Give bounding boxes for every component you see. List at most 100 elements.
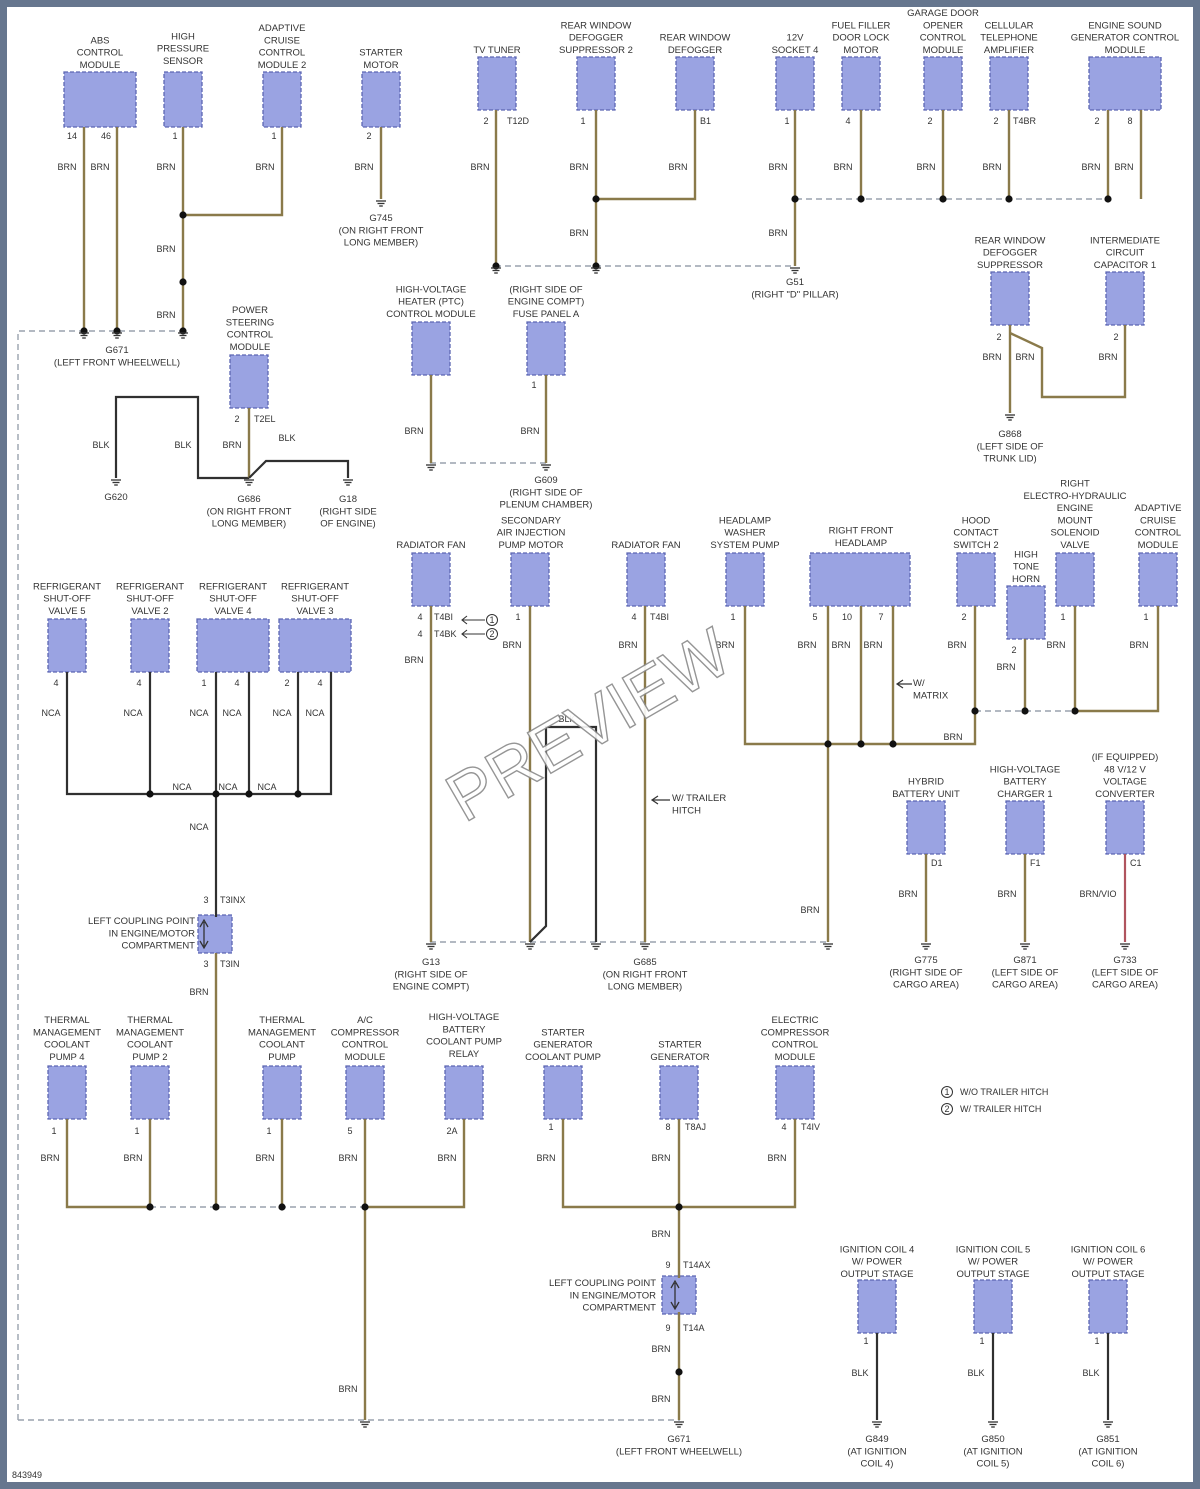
hvbcpr-box[interactable]	[444, 1065, 484, 1120]
variant-marker-2: 2	[489, 629, 494, 639]
label-rfh-line: HEADLAMP	[835, 538, 887, 549]
wire-label-p2: 2	[1094, 116, 1099, 126]
rehem-box[interactable]	[1055, 552, 1095, 607]
splice-dot	[146, 790, 154, 798]
wire-label-p1: 1	[1060, 612, 1065, 622]
label-g51-line: (RIGHT "D" PILLAR)	[751, 289, 838, 300]
wire-label-nca: NCA	[189, 822, 208, 832]
wire-label-brn: BRN	[833, 162, 852, 172]
rsv5-box[interactable]	[47, 618, 87, 673]
label-sock4-line: 12V	[787, 33, 805, 44]
esg-box[interactable]	[1088, 56, 1162, 111]
rsv2-box[interactable]	[130, 618, 170, 673]
label-g745-line: G745	[369, 213, 392, 224]
label-tmcp4-line: COOLANT	[44, 1040, 90, 1051]
wire-label-brn: BRN	[189, 987, 208, 997]
ffdl-box[interactable]	[841, 56, 881, 111]
accm-box[interactable]	[1138, 552, 1178, 607]
radfan1-box[interactable]	[411, 552, 451, 607]
wire-label-brn: BRN	[255, 1153, 274, 1163]
hvbc1-box[interactable]	[1005, 800, 1045, 855]
wire-label-c_f1: F1	[1030, 858, 1041, 868]
tv-box[interactable]	[477, 56, 517, 111]
radfan2-box[interactable]	[626, 552, 666, 607]
sair-box[interactable]	[510, 552, 550, 607]
label-g851-line: G851	[1096, 1434, 1119, 1445]
label-rsv5-line: SHUT-OFF	[43, 594, 91, 605]
label-icc1-line: CIRCUIT	[1106, 248, 1145, 259]
label-rwd-line: REAR WINDOW	[660, 33, 731, 44]
accomp-box[interactable]	[345, 1065, 385, 1120]
wire-label-p1: 1	[580, 116, 585, 126]
hlw-box[interactable]	[725, 552, 765, 607]
hcs2-box[interactable]	[956, 552, 996, 607]
sgcp-box[interactable]	[543, 1065, 583, 1120]
label-g868-line: (LEFT SIDE OF	[977, 441, 1044, 452]
fpa-box[interactable]	[526, 321, 566, 376]
rsv4-box[interactable]	[196, 618, 270, 673]
wire-label-blk: BLK	[851, 1368, 868, 1378]
component-labels: ABSCONTROLMODULEHIGHPRESSURESENSORADAPTI…	[33, 8, 1182, 1280]
hps-box[interactable]	[163, 71, 203, 128]
wire-label-brn: BRN	[470, 162, 489, 172]
wire-label-nca: NCA	[305, 708, 324, 718]
rsv3-box[interactable]	[278, 618, 352, 673]
tmcp4-box[interactable]	[47, 1065, 87, 1120]
abs-box[interactable]	[63, 71, 137, 128]
wire-label-p4: 4	[136, 678, 141, 688]
conv-box[interactable]	[1105, 800, 1145, 855]
wire-label-p7: 7	[878, 612, 883, 622]
acc2-box[interactable]	[262, 71, 302, 128]
label-accomp-line: CONTROL	[342, 1040, 388, 1051]
label-tmcp2-line: PUMP 2	[132, 1052, 167, 1063]
icc1-box[interactable]	[1105, 271, 1145, 326]
label-rfh-line: RIGHT FRONT	[829, 526, 894, 537]
wire-label-brn: BRN	[715, 640, 734, 650]
tmcp-box[interactable]	[262, 1065, 302, 1120]
cell-box[interactable]	[989, 56, 1029, 111]
rwd-box[interactable]	[675, 56, 715, 111]
wire-label-brn: BRN	[651, 1229, 670, 1239]
label-accomp-line: A/C	[357, 1015, 373, 1026]
horn-box[interactable]	[1006, 585, 1046, 640]
wire-label-c_c1: C1	[1130, 858, 1142, 868]
ic5-box[interactable]	[973, 1279, 1013, 1334]
label-starter-line: MOTOR	[363, 60, 398, 71]
rfh-box[interactable]	[809, 552, 911, 607]
label-accm-line: CONTROL	[1135, 528, 1181, 539]
label-ffdl-line: DOOR LOCK	[832, 33, 890, 44]
starter-box[interactable]	[361, 71, 401, 128]
rwds-box[interactable]	[990, 271, 1030, 326]
splice-dot	[939, 195, 947, 203]
pscm-box[interactable]	[229, 354, 269, 409]
label-rehem-line: SOLENOID	[1050, 528, 1099, 539]
label-sair-line: PUMP MOTOR	[498, 540, 563, 551]
label-hbu-line: BATTERY UNIT	[892, 789, 960, 800]
rwds2-box[interactable]	[576, 56, 616, 111]
label-g686-line: LONG MEMBER)	[212, 519, 286, 530]
ic4-box[interactable]	[857, 1279, 897, 1334]
gdo-box[interactable]	[923, 56, 963, 111]
label-g671b-line: (LEFT FRONT WHEELWELL)	[616, 1446, 742, 1457]
wire-label-brn: BRN	[255, 162, 274, 172]
sock4-box[interactable]	[775, 56, 815, 111]
hvh-box[interactable]	[411, 321, 451, 376]
coupling-box-2[interactable]	[661, 1275, 697, 1315]
wire-label-p4: 4	[317, 678, 322, 688]
hbu-box[interactable]	[906, 800, 946, 855]
wire-label-p2: 2	[993, 116, 998, 126]
label-g685-line: LONG MEMBER)	[608, 982, 682, 993]
sg-box[interactable]	[659, 1065, 699, 1120]
tmcp2-box[interactable]	[130, 1065, 170, 1120]
label-cell-line: CELLULAR	[984, 20, 1033, 31]
label-acc2-line: MODULE 2	[258, 60, 307, 71]
label-gdo-line: CONTROL	[920, 33, 966, 44]
wire-label-brn: BRN	[651, 1153, 670, 1163]
ic6-box[interactable]	[1088, 1279, 1128, 1334]
label-g620-line: G620	[104, 492, 127, 503]
label-tmcp4-line: MANAGEMENT	[33, 1027, 101, 1038]
eccm-box[interactable]	[775, 1065, 815, 1120]
wire-label-p9: 9	[665, 1260, 670, 1270]
label-ic5-line: OUTPUT STAGE	[956, 1269, 1029, 1280]
wire-label-p5: 5	[347, 1126, 352, 1136]
